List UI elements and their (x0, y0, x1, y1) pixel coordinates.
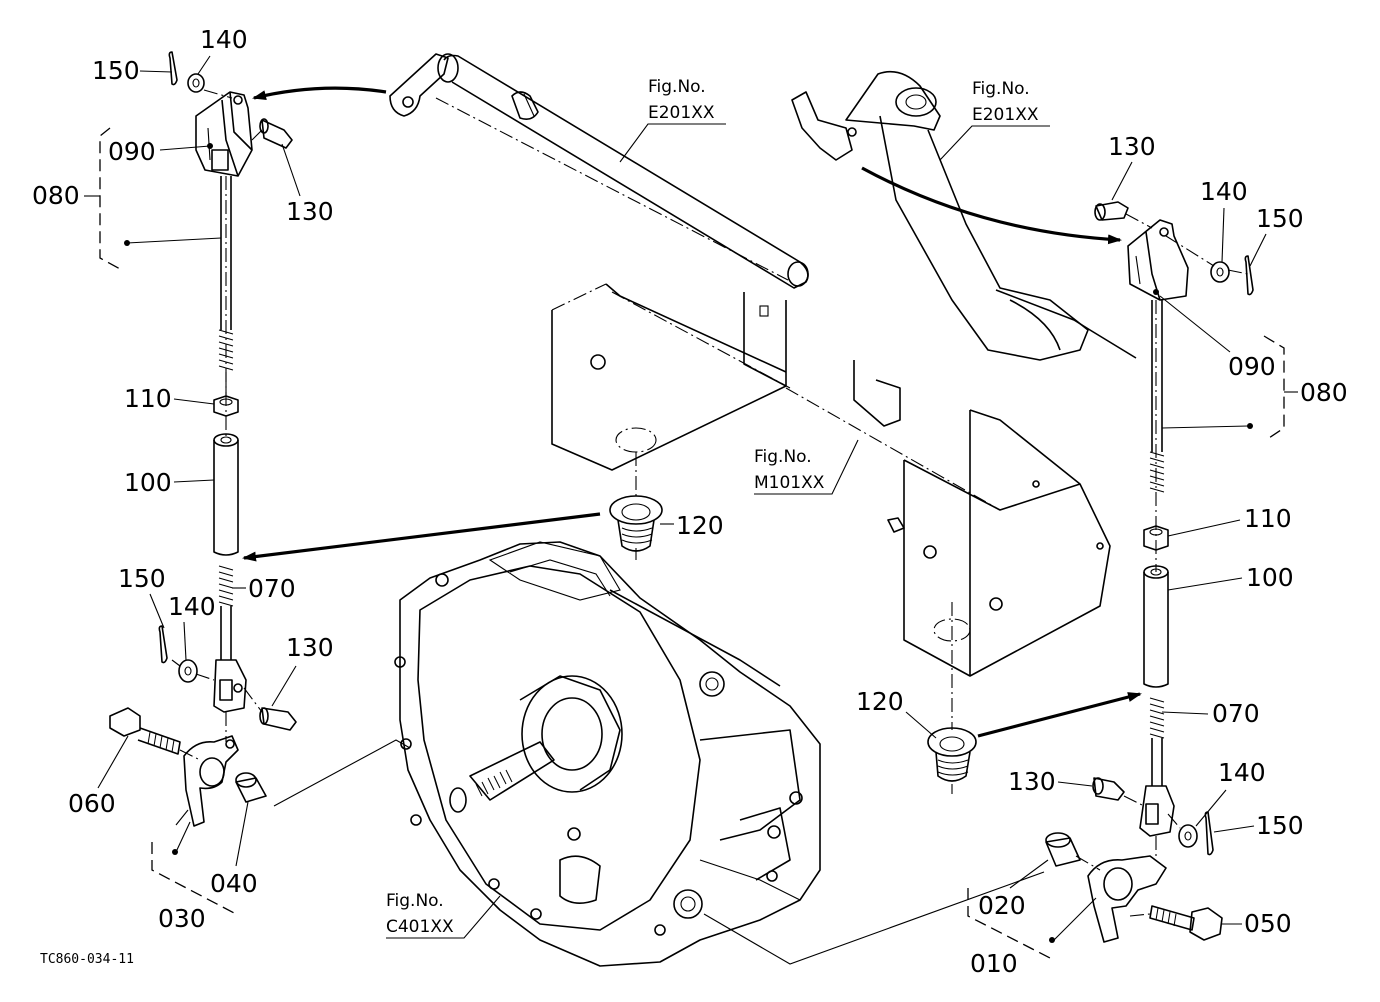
fig-code-c401: C401XX (386, 917, 454, 937)
right-arm (1087, 855, 1167, 943)
left-turnbuckle (213, 433, 239, 556)
fig-heading-3: Fig.No. (754, 447, 812, 467)
left-cotter-bottom (158, 625, 168, 664)
right-turnbuckle (1143, 565, 1169, 688)
fig-heading-4: Fig.No. (386, 891, 444, 911)
right-pin-bottom (1092, 777, 1125, 801)
right-washer-top (1210, 261, 1230, 283)
fig-ref-m101: Fig.No. M101XX (754, 439, 859, 495)
label-140-bottom-right: 140 (1218, 758, 1266, 787)
label-100-right: 100 (1246, 563, 1294, 592)
right-cotter-bottom (1204, 811, 1214, 856)
fig-code-m101: M101XX (754, 473, 825, 493)
fig-heading-2: Fig.No. (972, 79, 1030, 99)
label-150-top-left: 150 (92, 56, 140, 85)
fig-code-e201-left: E201XX (648, 103, 715, 123)
left-clevis-bottom (213, 659, 247, 713)
left-callouts: 150 140 090 080 130 110 100 070 150 140 … (32, 25, 334, 933)
left-rod-assembly (99, 51, 297, 915)
right-clevis-bottom (1139, 785, 1175, 837)
label-130-bottom-right: 130 (1008, 767, 1056, 796)
left-bushing (235, 772, 267, 803)
label-130-top-left: 130 (286, 197, 334, 226)
right-grommet (927, 727, 977, 782)
right-bolt (1149, 905, 1223, 941)
fig-ref-e201-left: Fig.No. E201XX (619, 77, 726, 163)
label-050: 050 (1244, 909, 1292, 938)
label-080-left: 080 (32, 181, 80, 210)
floor-plate-right (853, 360, 1111, 677)
label-120-right: 120 (856, 687, 904, 716)
pedal (791, 70, 1137, 361)
centre-callouts: 120 120 (660, 511, 937, 739)
label-130-bottom-left: 130 (286, 633, 334, 662)
arrows (242, 86, 1142, 738)
chain-lines (171, 89, 1249, 965)
label-110-right: 110 (1244, 504, 1292, 533)
left-arm (183, 735, 239, 827)
left-washer-bottom (178, 659, 198, 683)
left-cotter-top (168, 51, 178, 86)
right-pin-top (1094, 201, 1129, 221)
right-bushing (1045, 832, 1081, 867)
right-rod (1149, 300, 1165, 493)
label-140-top-right: 140 (1200, 177, 1248, 206)
label-090-left: 090 (108, 137, 156, 166)
right-cotter-top (1244, 255, 1254, 296)
right-washer-bottom (1178, 824, 1198, 848)
left-clevis-top (195, 91, 253, 177)
left-pin-bottom (259, 707, 297, 731)
label-080-right: 080 (1300, 378, 1348, 407)
label-150-top-right: 150 (1256, 204, 1304, 233)
floor-plate-left (551, 283, 787, 471)
label-020: 020 (978, 891, 1026, 920)
label-150-bottom-right: 150 (1256, 811, 1304, 840)
drawing-code: TC860-034-11 (40, 952, 134, 967)
label-030: 030 (158, 904, 206, 933)
left-washer-top (187, 73, 205, 93)
left-grommet (609, 495, 663, 552)
left-lower-rod (218, 565, 234, 660)
fig-ref-c401: Fig.No. C401XX (386, 891, 501, 939)
label-120-left: 120 (676, 511, 724, 540)
label-130-top-right: 130 (1108, 132, 1156, 161)
label-010: 010 (970, 949, 1018, 978)
left-pin-top (259, 118, 293, 149)
label-150-bottom-left: 150 (118, 564, 166, 593)
left-080-bracket (99, 127, 123, 271)
right-rod-assembly (967, 201, 1285, 959)
label-110-left: 110 (124, 384, 172, 413)
right-lower-rod (1149, 697, 1165, 786)
label-140-bottom-left: 140 (168, 592, 216, 621)
label-040: 040 (210, 869, 258, 898)
label-140-top-left: 140 (200, 25, 248, 54)
label-070-right: 070 (1212, 699, 1260, 728)
transmission-housing (394, 541, 821, 967)
fig-code-e201-right: E201XX (972, 105, 1039, 125)
right-010-bracket (967, 888, 1051, 959)
left-bolt (109, 707, 181, 755)
label-070-left: 070 (248, 574, 296, 603)
left-030-bracket (151, 842, 237, 915)
label-060: 060 (68, 789, 116, 818)
fig-heading-1: Fig.No. (648, 77, 706, 97)
right-080-bracket (1263, 335, 1285, 441)
cross-shaft (389, 53, 809, 289)
right-callouts: 130 140 150 090 080 110 100 070 130 140 … (970, 132, 1348, 978)
fig-ref-e201-right: Fig.No. E201XX (939, 79, 1050, 161)
right-clevis-top (1127, 219, 1189, 301)
label-090-right: 090 (1228, 352, 1276, 381)
label-100-left: 100 (124, 468, 172, 497)
